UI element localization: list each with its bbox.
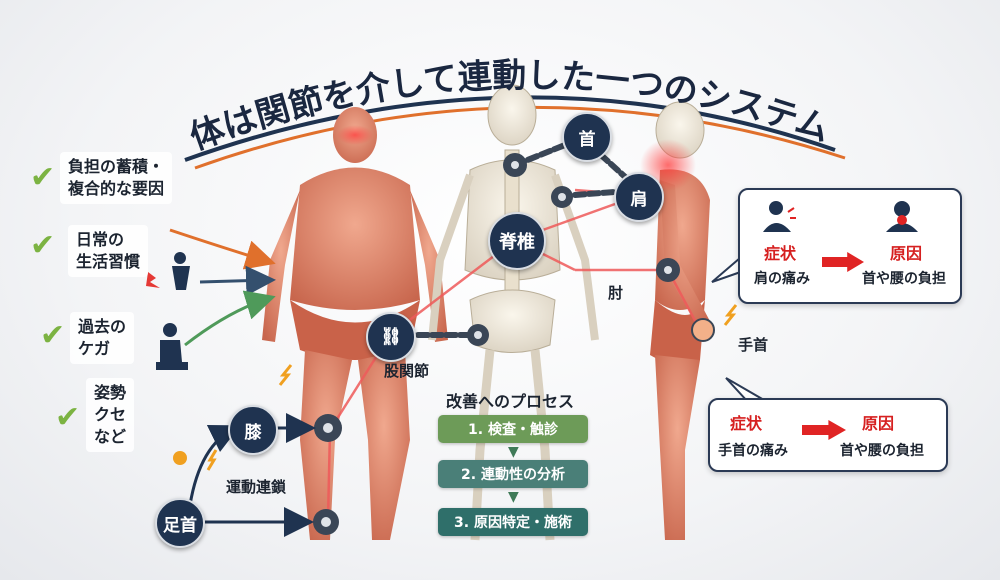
factor-daily-habits: 日常の 生活習慣 (68, 225, 149, 277)
node-shoulder: 肩 (614, 172, 664, 222)
back-muscle-figure (262, 107, 448, 540)
callout-top-symptom-text: 肩の痛み (754, 271, 810, 287)
kinetic-chain-label: 運動連鎖 (226, 478, 287, 496)
node-hip-label: 股関節 (384, 362, 430, 380)
factor-line: クセ (94, 405, 127, 424)
factor-past-injury: 過去の ケガ (70, 312, 135, 364)
callout-bottom-symptom-head: 症状 (730, 414, 763, 433)
gear-deco-icon (173, 451, 187, 465)
callout-bottom-cause-text: 首や腰の負担 (840, 443, 924, 459)
strain-burst-icon (146, 272, 160, 288)
callout-top-cause-text: 首や腰の負担 (862, 271, 946, 287)
callout-bottom-tail (725, 377, 765, 403)
check-icon: ✔ (55, 400, 81, 435)
process-title: 改善へのプロセス (446, 392, 575, 411)
factor-line: 姿勢 (94, 383, 127, 402)
factor-line: ケガ (78, 339, 111, 358)
factor-line: など (94, 427, 127, 446)
neck-back-person-icon (886, 201, 918, 232)
arrow-right-icon (802, 420, 846, 440)
factor-line: 生活習慣 (76, 252, 141, 271)
node-ankle: 足首 (155, 498, 205, 548)
lightning-icon (278, 364, 293, 386)
node-wrist-label: 手首 (738, 336, 769, 354)
check-icon: ✔ (40, 318, 66, 353)
factor-arrow-orange (169, 228, 276, 270)
factor-arrow-blue (199, 265, 276, 296)
wrist-joint-icon (691, 318, 715, 342)
step-arrow-icon: ▼ (508, 444, 519, 460)
person-sitting-icon (156, 323, 188, 370)
factor-line: 複合的な要因 (68, 179, 165, 198)
factor-posture-habits: 姿勢 クセ など (86, 378, 135, 452)
step-arrow-icon: ▼ (508, 489, 519, 505)
callout-top-symptom-head: 症状 (764, 244, 797, 263)
callout-shoulder: 症状 肩の痛み 原因 首や腰の負担 (738, 188, 962, 304)
node-hip-icon: ⛓ (366, 312, 416, 362)
lightning-icon (723, 304, 738, 326)
shoulder-pain-person-icon (763, 201, 796, 232)
node-elbow-label: 肘 (608, 284, 624, 302)
person-strain-icon (172, 252, 190, 290)
callout-top-cause-head: 原因 (890, 244, 923, 263)
process-step-1: 1. 検査・触診 (438, 415, 588, 443)
gear-centers (321, 161, 672, 527)
arrow-right-icon (822, 252, 864, 272)
callout-bottom-cause-head: 原因 (862, 414, 895, 433)
factor-line: 日常の (76, 230, 125, 249)
node-neck: 首 (562, 112, 612, 162)
lightning-icon (206, 449, 218, 471)
factor-arrow-green (184, 290, 276, 347)
factor-line: 負担の蓄積・ (68, 157, 165, 176)
process-step-3: 3. 原因特定・施術 (438, 508, 588, 536)
factor-accumulated-load: 負担の蓄積・ 複合的な要因 (60, 152, 173, 204)
callout-bottom-symptom-text: 手首の痛み (718, 443, 788, 459)
check-icon: ✔ (30, 160, 56, 195)
process-step-2: 2. 連動性の分析 (438, 460, 588, 488)
node-spine: 脊椎 (488, 212, 546, 270)
factor-line: 過去の (78, 317, 127, 336)
callout-wrist: 症状 手首の痛み 原因 首や腰の負担 (708, 398, 948, 472)
check-icon: ✔ (30, 228, 56, 263)
node-knee: 膝 (228, 405, 278, 455)
